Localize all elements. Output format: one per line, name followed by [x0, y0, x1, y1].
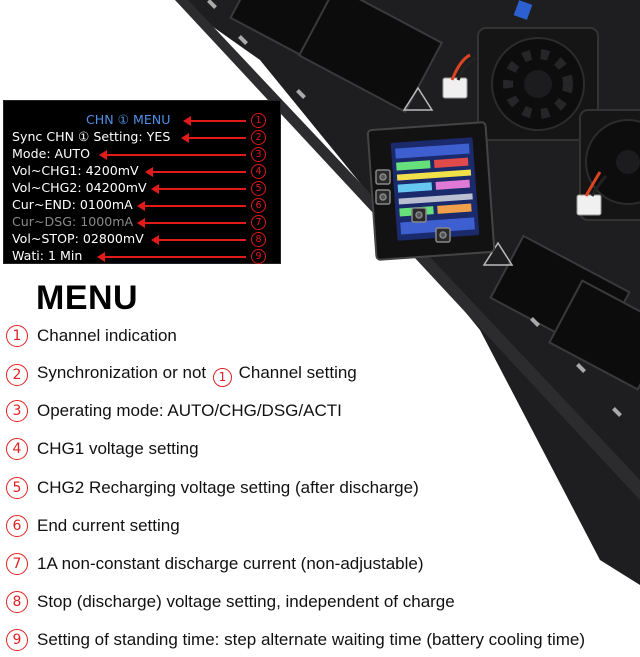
- circuit-board: [175, 0, 640, 585]
- warning-labels: [402, 86, 514, 266]
- arrow-marker: [183, 116, 246, 126]
- legend-number: 6: [6, 515, 28, 537]
- legend-item: 3 Operating mode: AUTO/CHG/DSG/ACTI: [6, 400, 342, 422]
- legend-text: Stop (discharge) voltage setting, indepe…: [37, 592, 455, 611]
- marker-number: 6: [251, 198, 266, 213]
- marker-number: 5: [251, 181, 266, 196]
- marker-number: 7: [251, 215, 266, 230]
- lcd-display-module: [366, 121, 496, 261]
- legend-item: 2 Synchronization or not 1 Channel setti…: [6, 363, 357, 387]
- arrow-marker: [145, 167, 246, 177]
- legend-title: MENU: [36, 279, 139, 317]
- legend-item: 8 Stop (discharge) voltage setting, inde…: [6, 591, 455, 613]
- screen-line-wait: Wati: 1 Min: [12, 248, 83, 263]
- arrow-marker: [181, 133, 246, 143]
- legend-number: 4: [6, 438, 28, 460]
- legend-text: Synchronization or not 1 Channel setting: [37, 363, 357, 387]
- legend-number: 8: [6, 591, 28, 613]
- legend-item: 7 1A non-constant discharge current (non…: [6, 553, 424, 575]
- screen-line-chg1: Vol~CHG1: 4200mV: [12, 163, 139, 178]
- legend-text-after: Channel setting: [238, 363, 357, 382]
- marker-number: 9: [251, 249, 266, 264]
- arrow-marker: [99, 150, 246, 160]
- legend-text: CHG2 Recharging voltage setting (after d…: [37, 478, 419, 497]
- arrow-marker: [137, 201, 246, 211]
- screen-line-dsg: Cur~DSG: 1000mA: [12, 214, 134, 229]
- legend-number: 7: [6, 553, 28, 575]
- arrow-marker: [137, 218, 246, 228]
- legend-item: 5 CHG2 Recharging voltage setting (after…: [6, 477, 419, 499]
- legend-text: End current setting: [37, 516, 180, 535]
- marker-number: 3: [251, 147, 266, 162]
- arrow-marker: [97, 252, 246, 262]
- screen-line-end: Cur~END: 0100mA: [12, 197, 133, 212]
- silkscreen-marks: [207, 0, 622, 417]
- screen-line-sync: Sync CHN ① Setting: YES: [12, 129, 171, 144]
- marker-number: 4: [251, 164, 266, 179]
- fan-wires: [450, 53, 608, 197]
- legend-number: 5: [6, 477, 28, 499]
- marker-number: 2: [251, 130, 266, 145]
- legend-inline-number: 1: [212, 368, 232, 387]
- menu-screen: CHN ① MENU Sync CHN ① Setting: YES Mode:…: [3, 100, 281, 264]
- legend-item: 4 CHG1 voltage setting: [6, 438, 199, 460]
- marker-number: 1: [251, 113, 266, 128]
- screen-line-mode: Mode: AUTO: [12, 146, 90, 161]
- arrow-marker: [151, 184, 246, 194]
- legend-text: CHG1 voltage setting: [37, 439, 199, 458]
- legend-number: 1: [6, 325, 28, 347]
- cooling-fan-top: [477, 27, 599, 141]
- blue-component: [513, 0, 533, 20]
- fan-connectors: [442, 77, 602, 216]
- screen-title: CHN ① MENU: [86, 112, 171, 127]
- arrow-marker: [151, 235, 246, 245]
- legend-number: 3: [6, 400, 28, 422]
- legend-number: 9: [6, 629, 28, 651]
- legend-number: 2: [6, 364, 28, 386]
- battery-holders: [229, 0, 640, 391]
- control-buttons: [375, 169, 451, 243]
- legend-item: 9 Setting of standing time: step alterna…: [6, 629, 585, 651]
- legend-text: Operating mode: AUTO/CHG/DSG/ACTI: [37, 401, 342, 420]
- legend-text-before: Synchronization or not: [37, 363, 207, 382]
- legend-text: Setting of standing time: step alternate…: [37, 630, 586, 649]
- marker-number: 8: [251, 232, 266, 247]
- screen-line-chg2: Vol~CHG2: 04200mV: [12, 180, 147, 195]
- screen-line-stop: Vol~STOP: 02800mV: [12, 231, 144, 246]
- legend-item: 1 Channel indication: [6, 325, 177, 347]
- legend-text: 1A non-constant discharge current (non-a…: [37, 554, 424, 573]
- legend-item: 6 End current setting: [6, 515, 180, 537]
- legend-text: Channel indication: [37, 326, 177, 345]
